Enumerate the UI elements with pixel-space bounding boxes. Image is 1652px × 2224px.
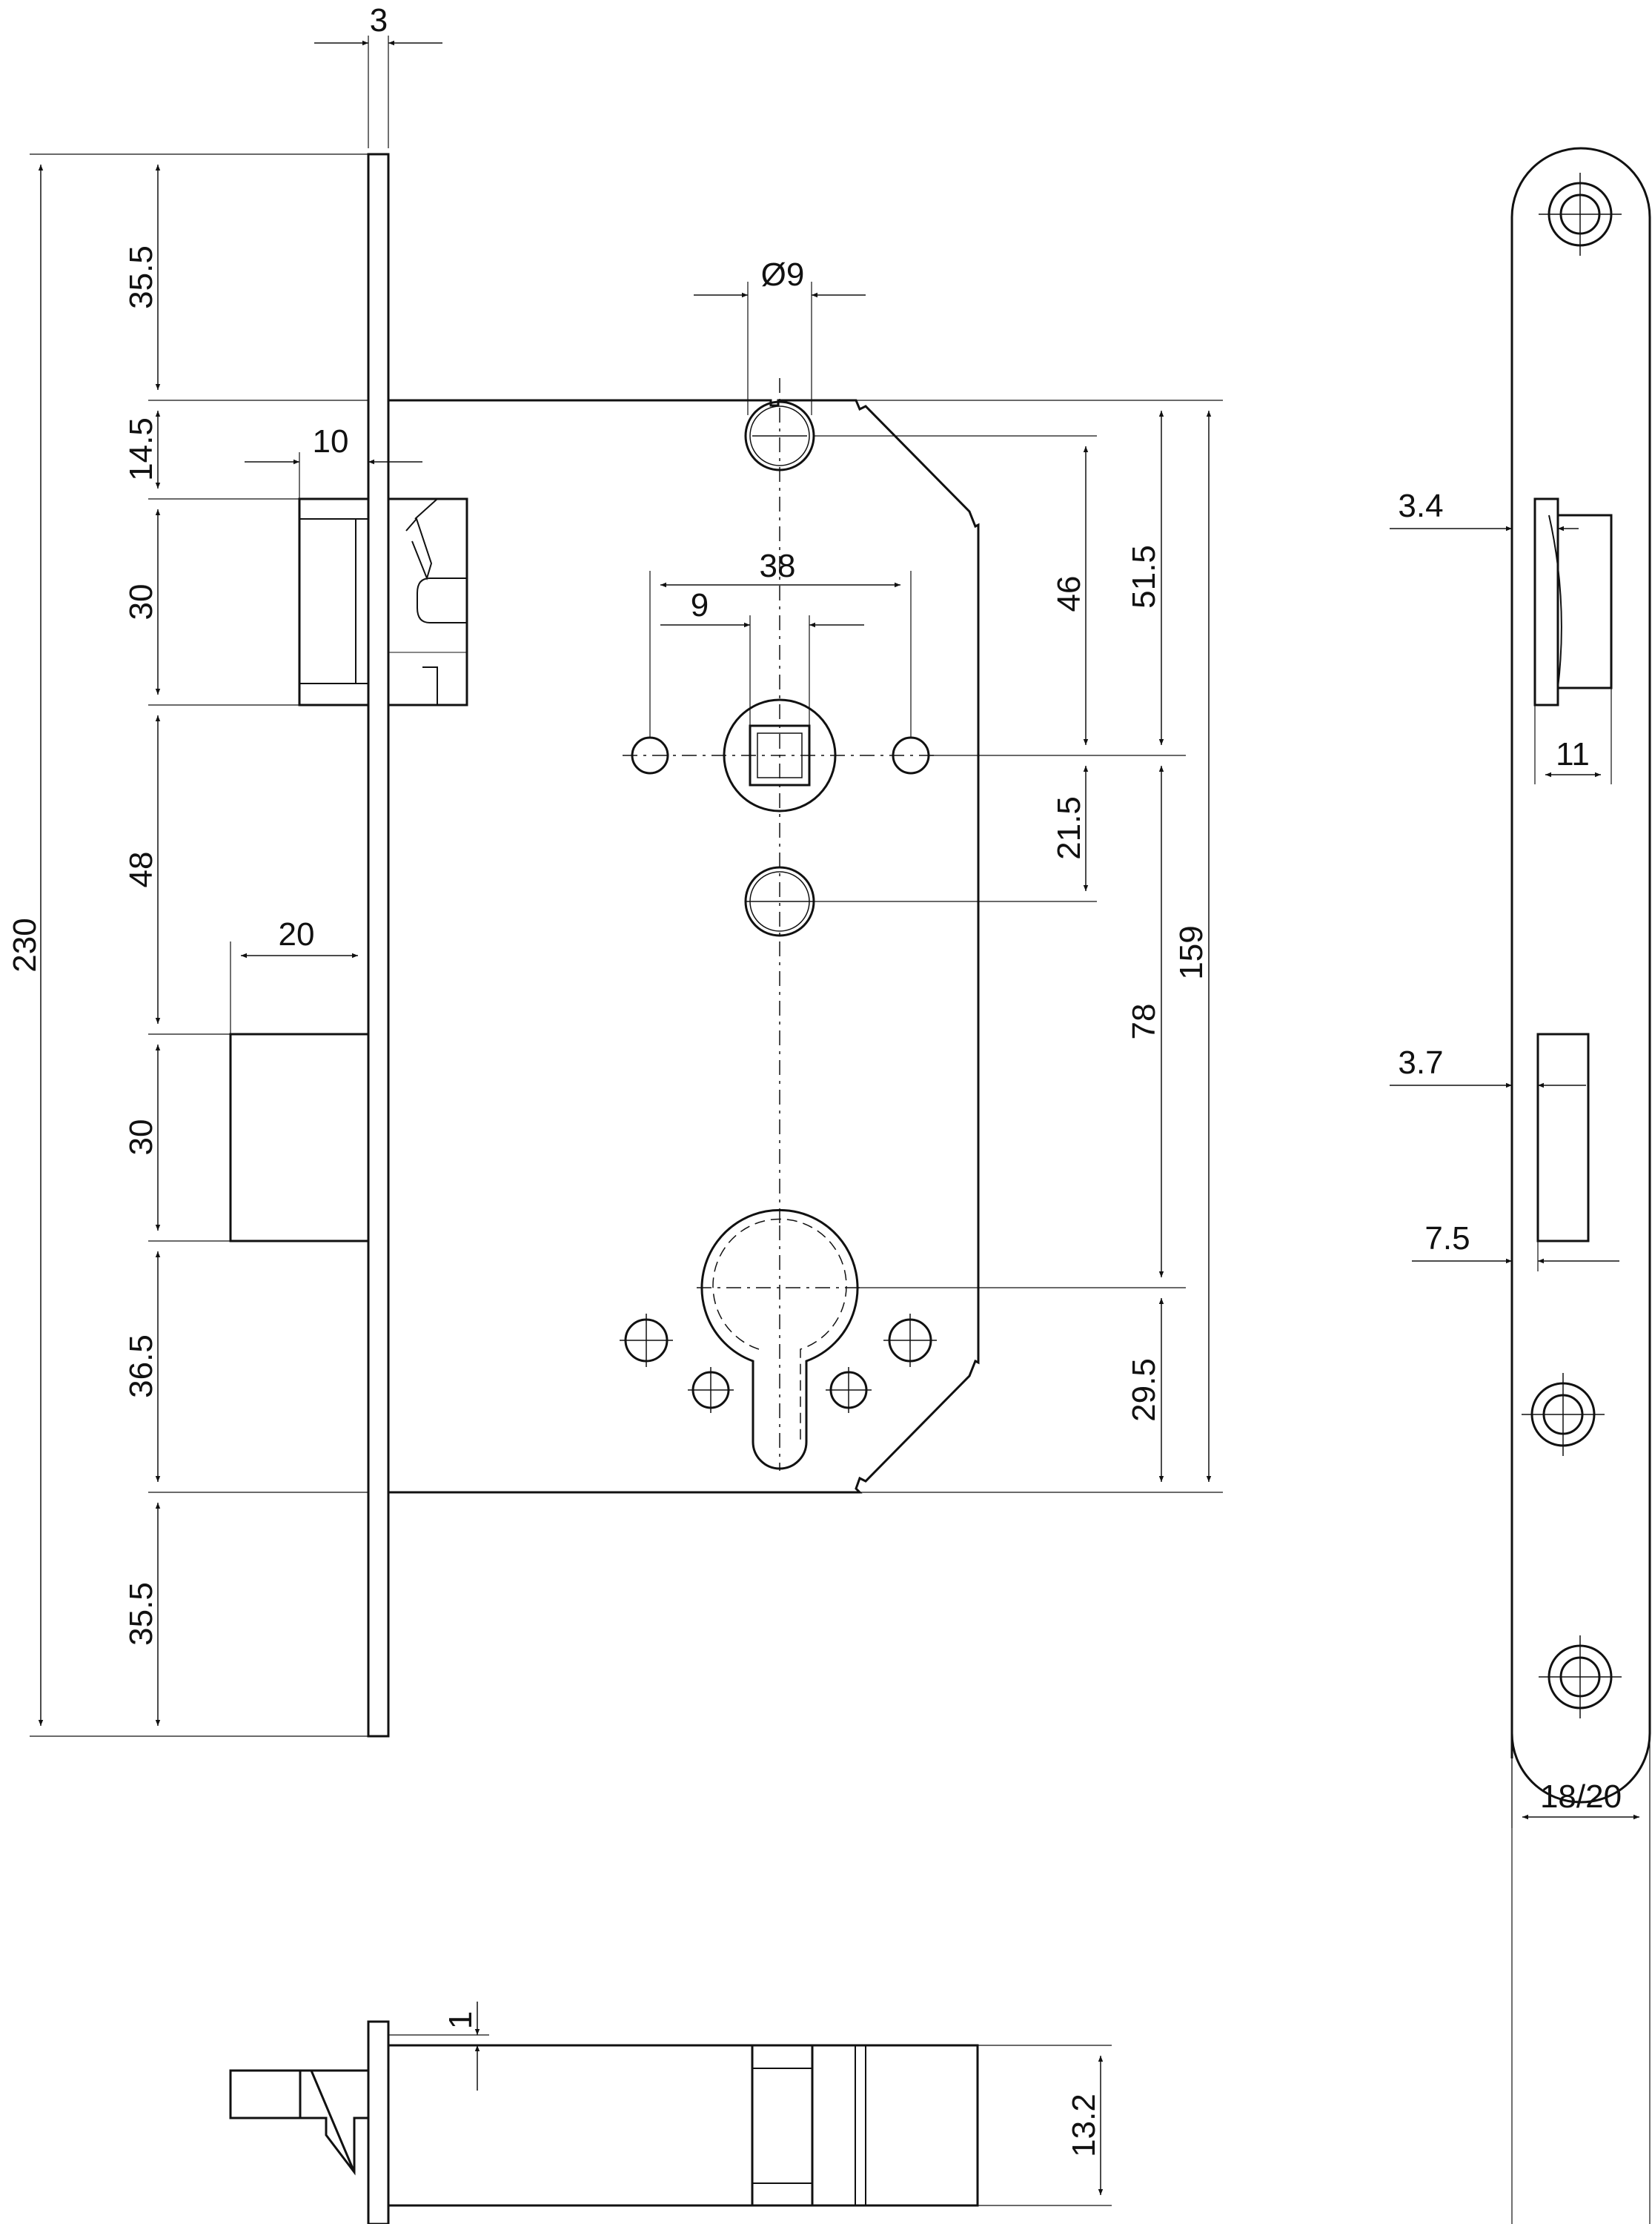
dim-top-hole-to-spindle: 46 [1051,576,1087,612]
faceplate-bottom [367,2020,390,2224]
dim-latch-offset-plate: 3.4 [1398,488,1443,524]
dim-case-to-latch: 14.5 [123,417,159,481]
dim-latch-projection: 10 [313,423,349,460]
dim-spindle-to-hole: 21.5 [1051,796,1087,860]
screw-hole-icon [1522,1373,1605,1456]
dim-latch-depth: 11 [1556,736,1590,772]
dim-bolt-height: 30 [123,1119,159,1156]
dim-case-height: 159 [1173,925,1210,979]
faceplate-side [367,153,390,1738]
screw-hole-icon [1539,173,1622,256]
dim-bolt-offset-plate: 3.7 [1398,1045,1443,1081]
dim-bottom-margin: 35.5 [123,1582,159,1646]
centerlines [623,378,938,1288]
side-view: 3 230 35.5 14.5 30 48 30 36.5 35.5 10 20… [7,2,1223,1738]
dim-spindle-square: 9 [691,587,709,623]
lock-case-outline [388,399,980,1494]
dim-spindle-to-cylinder: 78 [1126,1004,1162,1040]
latch-bottom [229,2069,370,2176]
dim-cylinder-to-case-bottom: 29.5 [1126,1358,1162,1422]
dim-faceplate-thickness: 3 [370,2,388,39]
bottom-view: 1 13.2 [229,2002,1112,2224]
cylinder-fixing-holes [620,1314,937,1413]
screw-hole-icon [1539,1635,1622,1718]
extension-lines [30,36,1223,1737]
faceplate-front [1510,147,1651,1804]
dim-spindle-hole-spacing: 38 [760,548,796,584]
deadbolt [229,1033,370,1242]
dim-latch-to-bolt: 48 [123,852,159,888]
dim-bolt-projection: 20 [279,916,315,953]
dim-case-depth: 13.2 [1066,2094,1102,2157]
dim-top-hole-diameter: Ø9 [761,257,805,293]
dim-plate-width: 18/20 [1540,1778,1622,1815]
dim-latch-height: 30 [123,584,159,620]
deadbolt-front [1536,1033,1590,1242]
dim-bolt-to-edge: 7.5 [1424,1220,1470,1257]
case-bottom-details [751,2044,866,2207]
dim-bolt-to-case-bottom: 36.5 [123,1334,159,1398]
latch-bolt [298,497,468,706]
dim-top-margin: 35.5 [123,245,159,309]
dim-bottom-plate-thickness: 1 [442,2011,479,2029]
euro-cylinder-cutout-icon [700,1208,859,1471]
case-bottom [387,2044,979,2207]
latch-bolt-front [1533,497,1613,706]
front-view: 3.4 11 3.7 7.5 18/20 [1390,147,1651,2224]
dim-total-height: 230 [7,918,43,972]
dim-case-top-to-spindle: 51.5 [1126,545,1162,609]
dimension-lines [38,40,1212,1726]
